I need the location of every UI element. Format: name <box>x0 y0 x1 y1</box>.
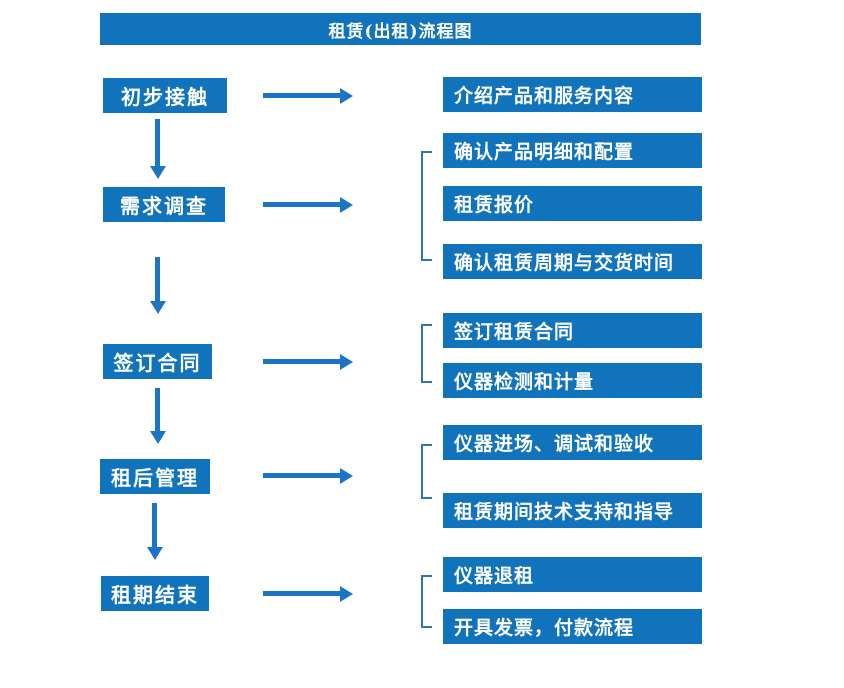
group-bracket-3 <box>421 444 432 499</box>
detail-box-instrument-testing: 仪器检测和计量 <box>443 363 702 398</box>
down-arrow-3 <box>149 388 166 444</box>
detail-box-confirm-period: 确认租赁周期与交货时间 <box>443 244 702 279</box>
right-arrow-4 <box>263 467 353 484</box>
detail-box-introduce-products: 介绍产品和服务内容 <box>443 77 702 112</box>
down-arrow-1 <box>149 119 166 179</box>
detail-box-instrument-return: 仪器退租 <box>443 557 702 592</box>
detail-box-instrument-setup: 仪器进场、调试和验收 <box>443 425 702 460</box>
step-box-rental-end: 租期结束 <box>101 576 209 611</box>
step-box-demand-survey: 需求调查 <box>103 187 225 222</box>
detail-box-sign-rental-contract: 签订租赁合同 <box>443 313 702 348</box>
detail-box-tech-support: 租赁期间技术支持和指导 <box>443 493 702 528</box>
step-box-post-rental: 租后管理 <box>100 459 210 494</box>
step-box-sign-contract: 签订合同 <box>103 344 212 379</box>
flowchart-title: 租赁(出租)流程图 <box>100 13 701 45</box>
detail-box-invoice-payment: 开具发票，付款流程 <box>443 609 702 644</box>
right-arrow-1 <box>263 87 353 104</box>
right-arrow-2 <box>263 196 353 213</box>
step-box-initial-contact: 初步接触 <box>103 78 227 113</box>
detail-box-confirm-config: 确认产品明细和配置 <box>443 133 702 168</box>
group-bracket-2 <box>421 324 432 383</box>
group-bracket-1 <box>421 151 432 261</box>
down-arrow-2 <box>149 257 166 314</box>
right-arrow-5 <box>263 585 353 602</box>
detail-box-rental-quote: 租赁报价 <box>443 186 702 221</box>
down-arrow-4 <box>146 503 163 560</box>
right-arrow-3 <box>263 353 353 370</box>
group-bracket-4 <box>421 575 432 628</box>
